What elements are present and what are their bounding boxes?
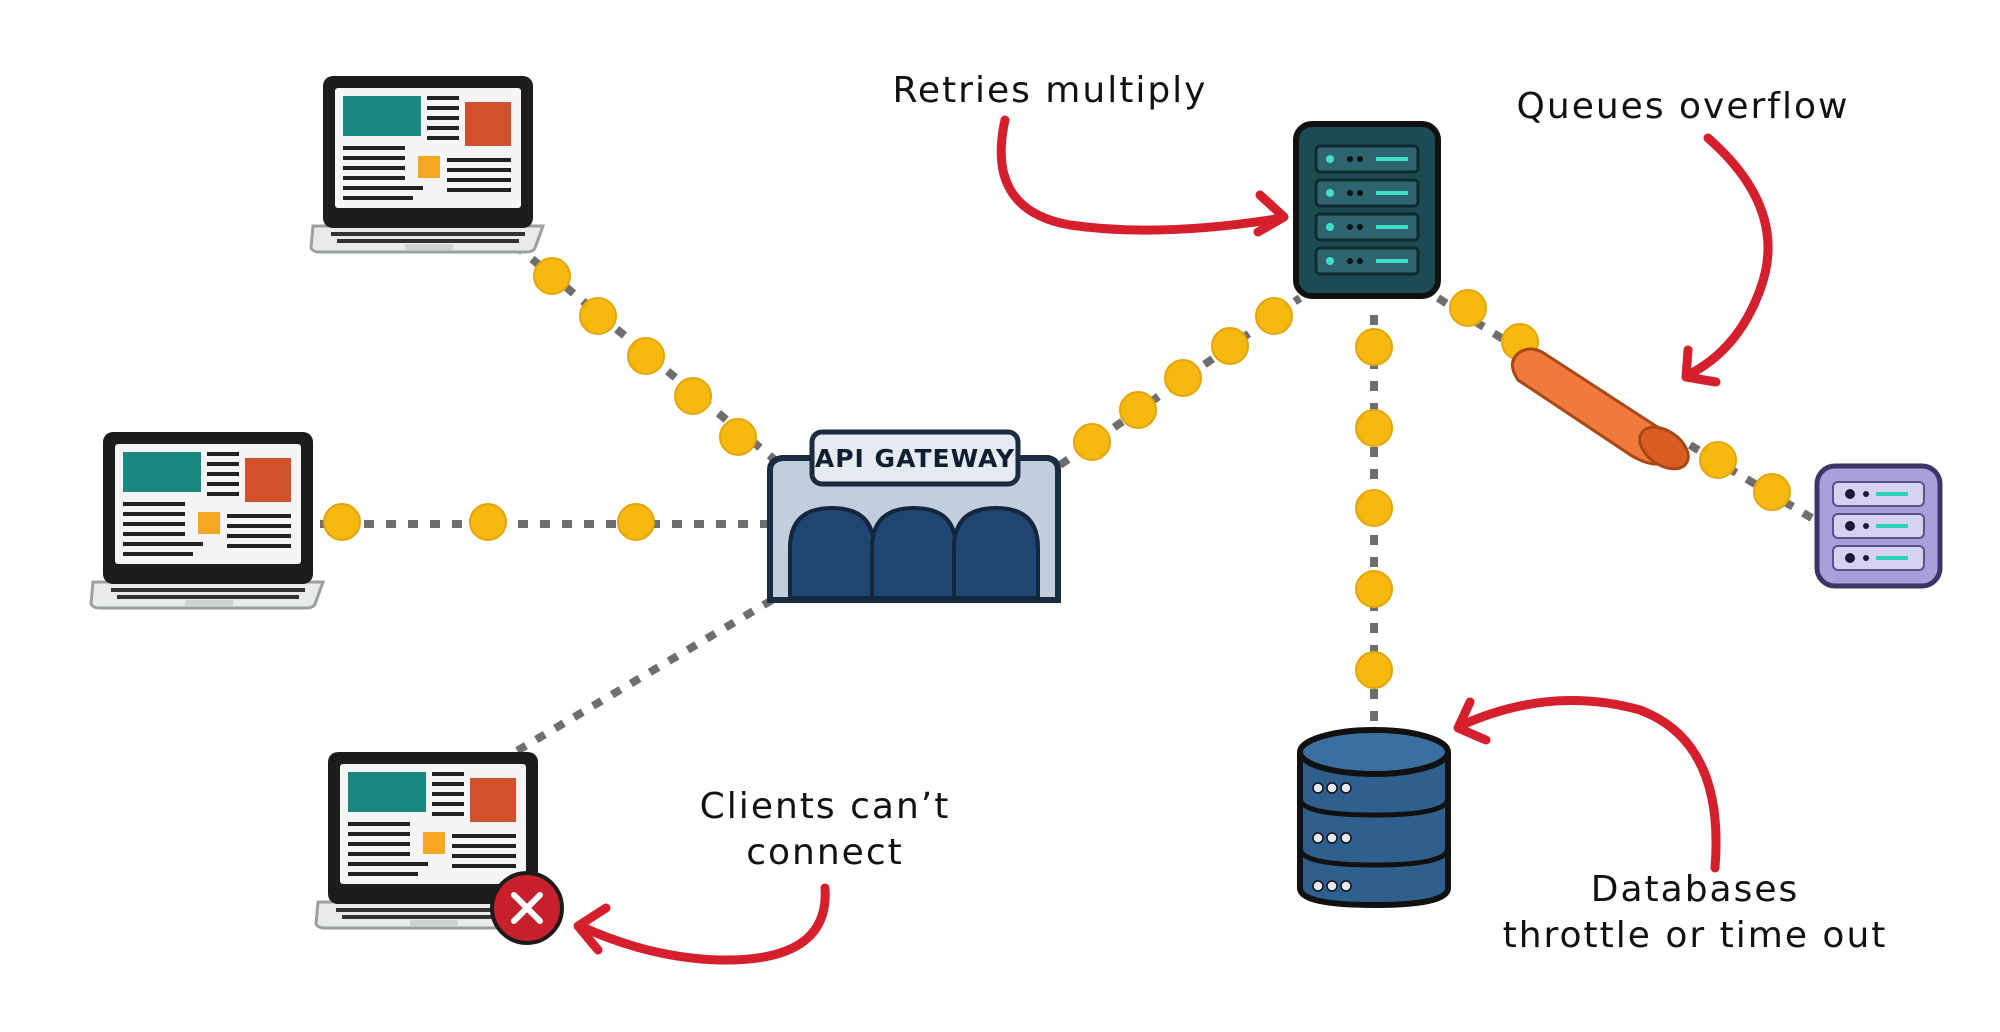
clients-text-line2: connect [746, 832, 904, 873]
packet-dot [1355, 409, 1393, 447]
queues-label: Queues overflow [1508, 84, 1858, 130]
retries-label: Retries multiply [885, 68, 1215, 114]
arrow-clients-head [573, 903, 611, 955]
packet-dot [719, 418, 757, 456]
annotation-arrows [573, 115, 1773, 965]
queue-cylinder-icon [1511, 347, 1690, 471]
queues-text: Queues overflow [1516, 86, 1850, 127]
packet-dot [1699, 441, 1737, 479]
packet-dot [1211, 327, 1249, 365]
databases-label: Databases throttle or time out [1470, 867, 1920, 959]
packet-dot [1355, 570, 1393, 608]
packet-dot [1355, 651, 1393, 689]
retries-text: Retries multiply [892, 70, 1208, 111]
arrow-queues-head [1681, 345, 1721, 387]
packet-dot [674, 377, 712, 415]
arrow-databases-head [1453, 697, 1491, 745]
error-x-icon [490, 871, 564, 945]
gateway-label: API GATEWAY [815, 444, 1015, 473]
arrow-clients [575, 883, 830, 965]
connector-laptop3-gateway [502, 596, 775, 762]
packet-dot [627, 337, 665, 375]
packet-dot [1355, 489, 1393, 527]
packet-dot [617, 503, 655, 541]
packet-dots [323, 257, 1791, 689]
server-rack-icon [1814, 463, 1943, 589]
packet-dot [1073, 423, 1111, 461]
database-icon [1297, 727, 1451, 909]
laptop-icon [89, 430, 325, 610]
arrow-retries-head [1253, 190, 1289, 237]
arrow-queues [1683, 133, 1773, 380]
packet-dot [1119, 391, 1157, 429]
clients-label: Clients can’t connect [660, 784, 990, 876]
packet-dot [579, 297, 617, 335]
arrow-databases [1455, 696, 1721, 873]
packet-dot [1753, 473, 1791, 511]
packet-dot [1164, 359, 1202, 397]
databases-text-line1: Databases [1590, 869, 1800, 910]
packet-dot [469, 503, 507, 541]
packet-dot [1449, 289, 1487, 327]
arrow-retries [996, 115, 1287, 235]
api-gateway-icon: API GATEWAY [767, 429, 1061, 603]
server-rack-icon [1293, 121, 1441, 299]
laptop-icon [309, 74, 545, 254]
packet-dot [1355, 328, 1393, 366]
packet-dot [1255, 297, 1293, 335]
clients-text-line1: Clients can’t [699, 786, 951, 827]
packet-dot [533, 257, 571, 295]
packet-dot [323, 503, 361, 541]
databases-text-line2: throttle or time out [1502, 915, 1888, 956]
